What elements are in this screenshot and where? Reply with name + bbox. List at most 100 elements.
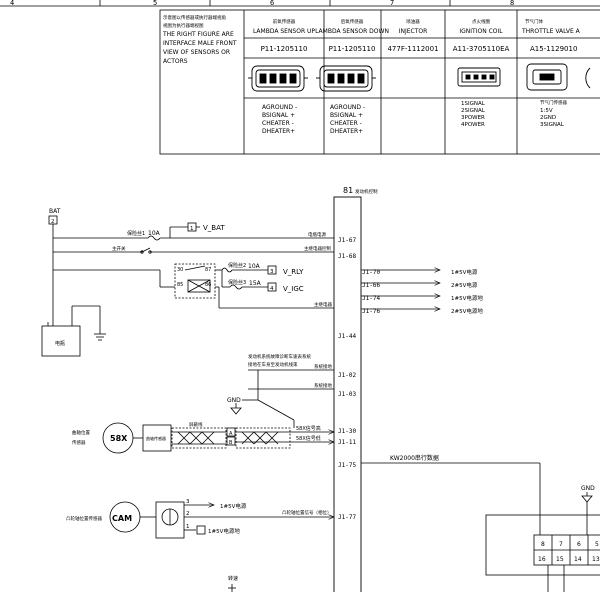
column-number: 8	[510, 0, 514, 7]
output-label: 2#5V电源地	[451, 307, 483, 315]
pin-definition: AGROUND -	[330, 104, 365, 111]
throttle-connector-icon	[526, 63, 591, 91]
legend-line: THE RIGHT FIGURE ARE	[162, 31, 234, 38]
main-relay-line-label: 主继电器控制	[304, 245, 331, 252]
cam-pin: 3	[186, 499, 190, 505]
cam-pin: 1	[186, 524, 190, 530]
ecu-pin-label: J1-74	[362, 295, 380, 302]
fuse3-label: 保险丝3	[228, 279, 246, 286]
output-label: 1#5V电源地	[451, 294, 483, 302]
legend-zh-2: 视图为执行器端视图	[163, 22, 204, 29]
pin-definition: CHEATER -	[330, 120, 362, 127]
bottom-stub	[228, 584, 236, 592]
relay-pin: 87	[205, 267, 211, 273]
ecu-pin-label: J1-70	[362, 269, 380, 276]
obd-pin: 15	[556, 556, 564, 563]
signal-label: 58X信号高	[296, 425, 321, 432]
column-number: 5	[153, 0, 157, 7]
pin-definition: 2GND	[540, 115, 556, 121]
pin-definition: 2SIGNAL	[461, 108, 486, 114]
pin-definition: 3SIGNAL	[540, 122, 565, 128]
connector-part-number: A11-3705110EA	[453, 45, 510, 53]
column-number: 6	[270, 0, 274, 7]
sensor-58x-label: 58X	[110, 434, 128, 443]
relay-pin: 30	[177, 267, 183, 273]
column-number-strip	[0, 0, 600, 7]
obd-pin: 14	[574, 556, 582, 563]
ecu-pin-label: J1-68	[338, 253, 356, 260]
ecu-output-wires	[361, 270, 440, 309]
pin-definition: BSIGNAL +	[330, 112, 363, 119]
connector-name: LAMBDA SENSOR UP	[253, 28, 315, 35]
shielded-label: 屏蔽线	[189, 421, 203, 428]
connector-part-number: P11-1205110	[329, 45, 376, 53]
signal-label: 58X信号低	[296, 435, 321, 442]
obd-pin: 5	[595, 541, 599, 548]
main-switch-label: 主开关	[112, 245, 126, 252]
connector-name-zh: 喷油器	[406, 18, 420, 25]
crank-sensor-label: 传感器	[72, 439, 86, 446]
legend-zh: 示意图以传感器或执行器端视角	[163, 14, 226, 21]
v-bat-label: V_BAT	[203, 224, 225, 232]
connector-table-grid	[159, 9, 600, 155]
bottom-label: 转速	[228, 575, 238, 582]
pin-b: B	[229, 440, 233, 446]
connector-part-number: A15-1129010	[530, 45, 577, 53]
connector-name: INJECTOR	[399, 28, 428, 35]
cam-signal-label: 凸轮轴位置信号（相位）	[282, 509, 332, 516]
column-number: 7	[390, 0, 394, 7]
ecu-block	[333, 196, 362, 592]
pin-definition: DHEATER+	[262, 128, 295, 135]
pin-definition: 1SIGNAL	[461, 101, 486, 107]
connector-name: THROTTLE VALVE A	[521, 28, 581, 35]
v-rly-pin: 3	[270, 269, 274, 275]
cam-pin: 2	[186, 511, 190, 517]
v-igc-pin: 4	[270, 286, 274, 292]
output-label: 2#5V电源	[451, 281, 478, 289]
pin-a: A	[229, 431, 233, 437]
ecu-pin-label: J1-66	[362, 282, 380, 289]
cam-sensor-wiring	[109, 501, 334, 539]
v-rly-label: V_RLY	[283, 268, 304, 276]
legend-line: ACTORS	[163, 58, 188, 65]
power-wiring	[41, 215, 334, 357]
pin-definition: CHEATER -	[262, 120, 294, 127]
cam-label: CAM	[112, 514, 132, 523]
pin-definition: DHEATER+	[330, 128, 363, 135]
kw2000-label: KW2000串行数据	[390, 454, 439, 462]
output-label: 1#5V电源	[451, 268, 478, 276]
obd-pin: 8	[541, 541, 545, 548]
diag-label: 发动机系统故障诊断车速表系统	[248, 353, 311, 360]
ecu-pin-label: J1-44	[338, 333, 356, 340]
connector-name-zh: 后氧传感器	[341, 18, 364, 25]
bat-label: BAT	[49, 208, 61, 215]
crank-sensor-label: 曲轴位置	[72, 429, 90, 436]
pin-definition: BSIGNAL +	[262, 112, 295, 119]
main-relay-label: 主继电器	[314, 301, 332, 308]
pin-definition: 1:5V	[540, 108, 553, 114]
relay-pin: 85	[177, 282, 183, 288]
kw2000-wiring	[361, 462, 600, 592]
connector-part-number: 477F-1112001	[387, 45, 438, 53]
relay-pin: 86	[205, 282, 211, 288]
lambda-up-connector-icon	[248, 65, 308, 92]
cam-gnd-label: 1#5V电源地	[208, 527, 240, 535]
diag-label: 接地在车身至发动机线束	[248, 361, 298, 368]
pin-definition: AGROUND -	[262, 104, 297, 111]
ecu-pin-label: J1-77	[338, 514, 356, 521]
sensor-box-label: 曲轴传感器	[146, 435, 166, 441]
fuse3-rating: 15A	[249, 280, 262, 287]
v-igc-label: V_IGC	[283, 285, 304, 293]
ground-wiring	[230, 369, 334, 421]
pin-definition: 4POWER	[461, 122, 485, 128]
legend-line: INTERFACE MALE FRONT	[163, 40, 237, 47]
ecu-pin-label: J1-76	[362, 308, 380, 315]
connector-name-zh: 前氧传感器	[273, 18, 296, 25]
cam-5v-label: 1#5V电源	[220, 502, 247, 510]
ecu-pin-label: J1-11	[338, 439, 356, 446]
sys-ground-label: 系统接地	[314, 363, 332, 370]
pin-definition: 3POWER	[461, 115, 485, 121]
ecu-pin-label: J1-67	[338, 237, 356, 244]
battery-label: 电瓶	[55, 340, 65, 347]
